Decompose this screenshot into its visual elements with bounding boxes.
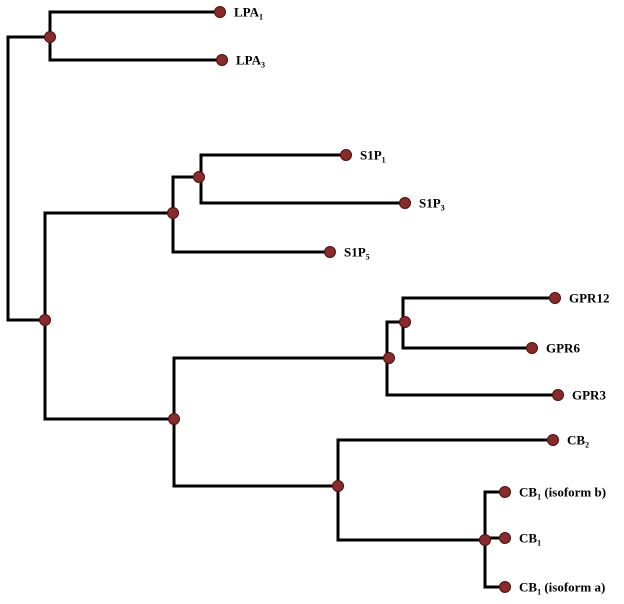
leaf-node-gpr12 xyxy=(549,292,561,304)
leaf-label-text: S1P xyxy=(419,196,441,211)
leaf-label-text: LPA xyxy=(234,5,260,20)
leaf-node-cb1b xyxy=(499,486,511,498)
leaf-label-subscript: 5 xyxy=(366,253,370,262)
internal-node xyxy=(479,534,491,546)
internal-node xyxy=(39,314,51,326)
leaf-label-subscript: 2 xyxy=(585,441,589,450)
leaf-label-s1p3: S1P3 xyxy=(419,196,445,213)
leaf-node-cb1a xyxy=(499,581,511,593)
internal-node xyxy=(167,207,179,219)
leaf-label-text: CB xyxy=(519,580,537,595)
internal-node xyxy=(193,171,205,183)
leaf-label-text: CB xyxy=(567,433,585,448)
internal-node xyxy=(44,31,56,43)
leaf-node-s1p1 xyxy=(340,149,352,161)
leaf-label-subscript: 1 xyxy=(382,156,386,165)
internal-node xyxy=(399,316,411,328)
leaf-label-lpa1: LPA1 xyxy=(234,5,263,22)
tree-nodes xyxy=(39,6,564,593)
leaf-label-cb1b: CB1 (isoform b) xyxy=(519,485,606,502)
leaf-label-text: GPR3 xyxy=(572,388,606,403)
leaf-label-text: S1P xyxy=(360,148,382,163)
leaf-label-s1p1: S1P1 xyxy=(360,148,386,165)
internal-node xyxy=(168,413,180,425)
leaf-label-gpr12: GPR12 xyxy=(569,291,609,306)
leaf-label-suffix: (isoform a) xyxy=(541,580,605,595)
leaf-label-subscript: 3 xyxy=(261,61,265,70)
internal-node xyxy=(332,480,344,492)
leaf-label-subscript: 3 xyxy=(441,204,445,213)
leaf-label-text: CB xyxy=(519,531,537,546)
leaf-label-text: CB xyxy=(519,485,537,500)
leaf-node-lpa1 xyxy=(214,6,226,18)
leaf-label-subscript: 1 xyxy=(537,493,541,502)
leaf-label-s1p5: S1P5 xyxy=(344,245,370,262)
leaf-label-cb2: CB2 xyxy=(567,433,589,450)
tree-branches xyxy=(6,10,560,589)
leaf-node-gpr6 xyxy=(526,342,538,354)
leaf-label-gpr3: GPR3 xyxy=(572,388,606,403)
internal-node xyxy=(383,352,395,364)
leaf-label-text: LPA xyxy=(236,53,262,68)
leaf-node-s1p5 xyxy=(324,246,336,258)
leaf-node-cb2 xyxy=(547,434,559,446)
leaf-node-cb1 xyxy=(499,532,511,544)
leaf-label-gpr6: GPR6 xyxy=(546,341,580,356)
leaf-node-s1p3 xyxy=(399,197,411,209)
leaf-label-subscript: 1 xyxy=(259,13,263,22)
leaf-label-lpa3: LPA3 xyxy=(236,53,265,70)
leaf-label-text: S1P xyxy=(344,245,366,260)
leaf-label-subscript: 1 xyxy=(537,588,541,597)
leaf-label-cb1: CB1 xyxy=(519,531,541,548)
leaf-label-text: GPR6 xyxy=(546,341,580,356)
leaf-node-lpa3 xyxy=(216,54,228,66)
leaf-node-gpr3 xyxy=(552,389,564,401)
leaf-labels: LPA1LPA3S1P1S1P3S1P5GPR12GPR6GPR3CB2CB1 … xyxy=(234,5,609,597)
leaf-label-text: GPR12 xyxy=(569,291,609,306)
leaf-label-suffix: (isoform b) xyxy=(541,485,606,500)
leaf-label-cb1a: CB1 (isoform a) xyxy=(519,580,605,597)
leaf-label-subscript: 1 xyxy=(537,539,541,548)
